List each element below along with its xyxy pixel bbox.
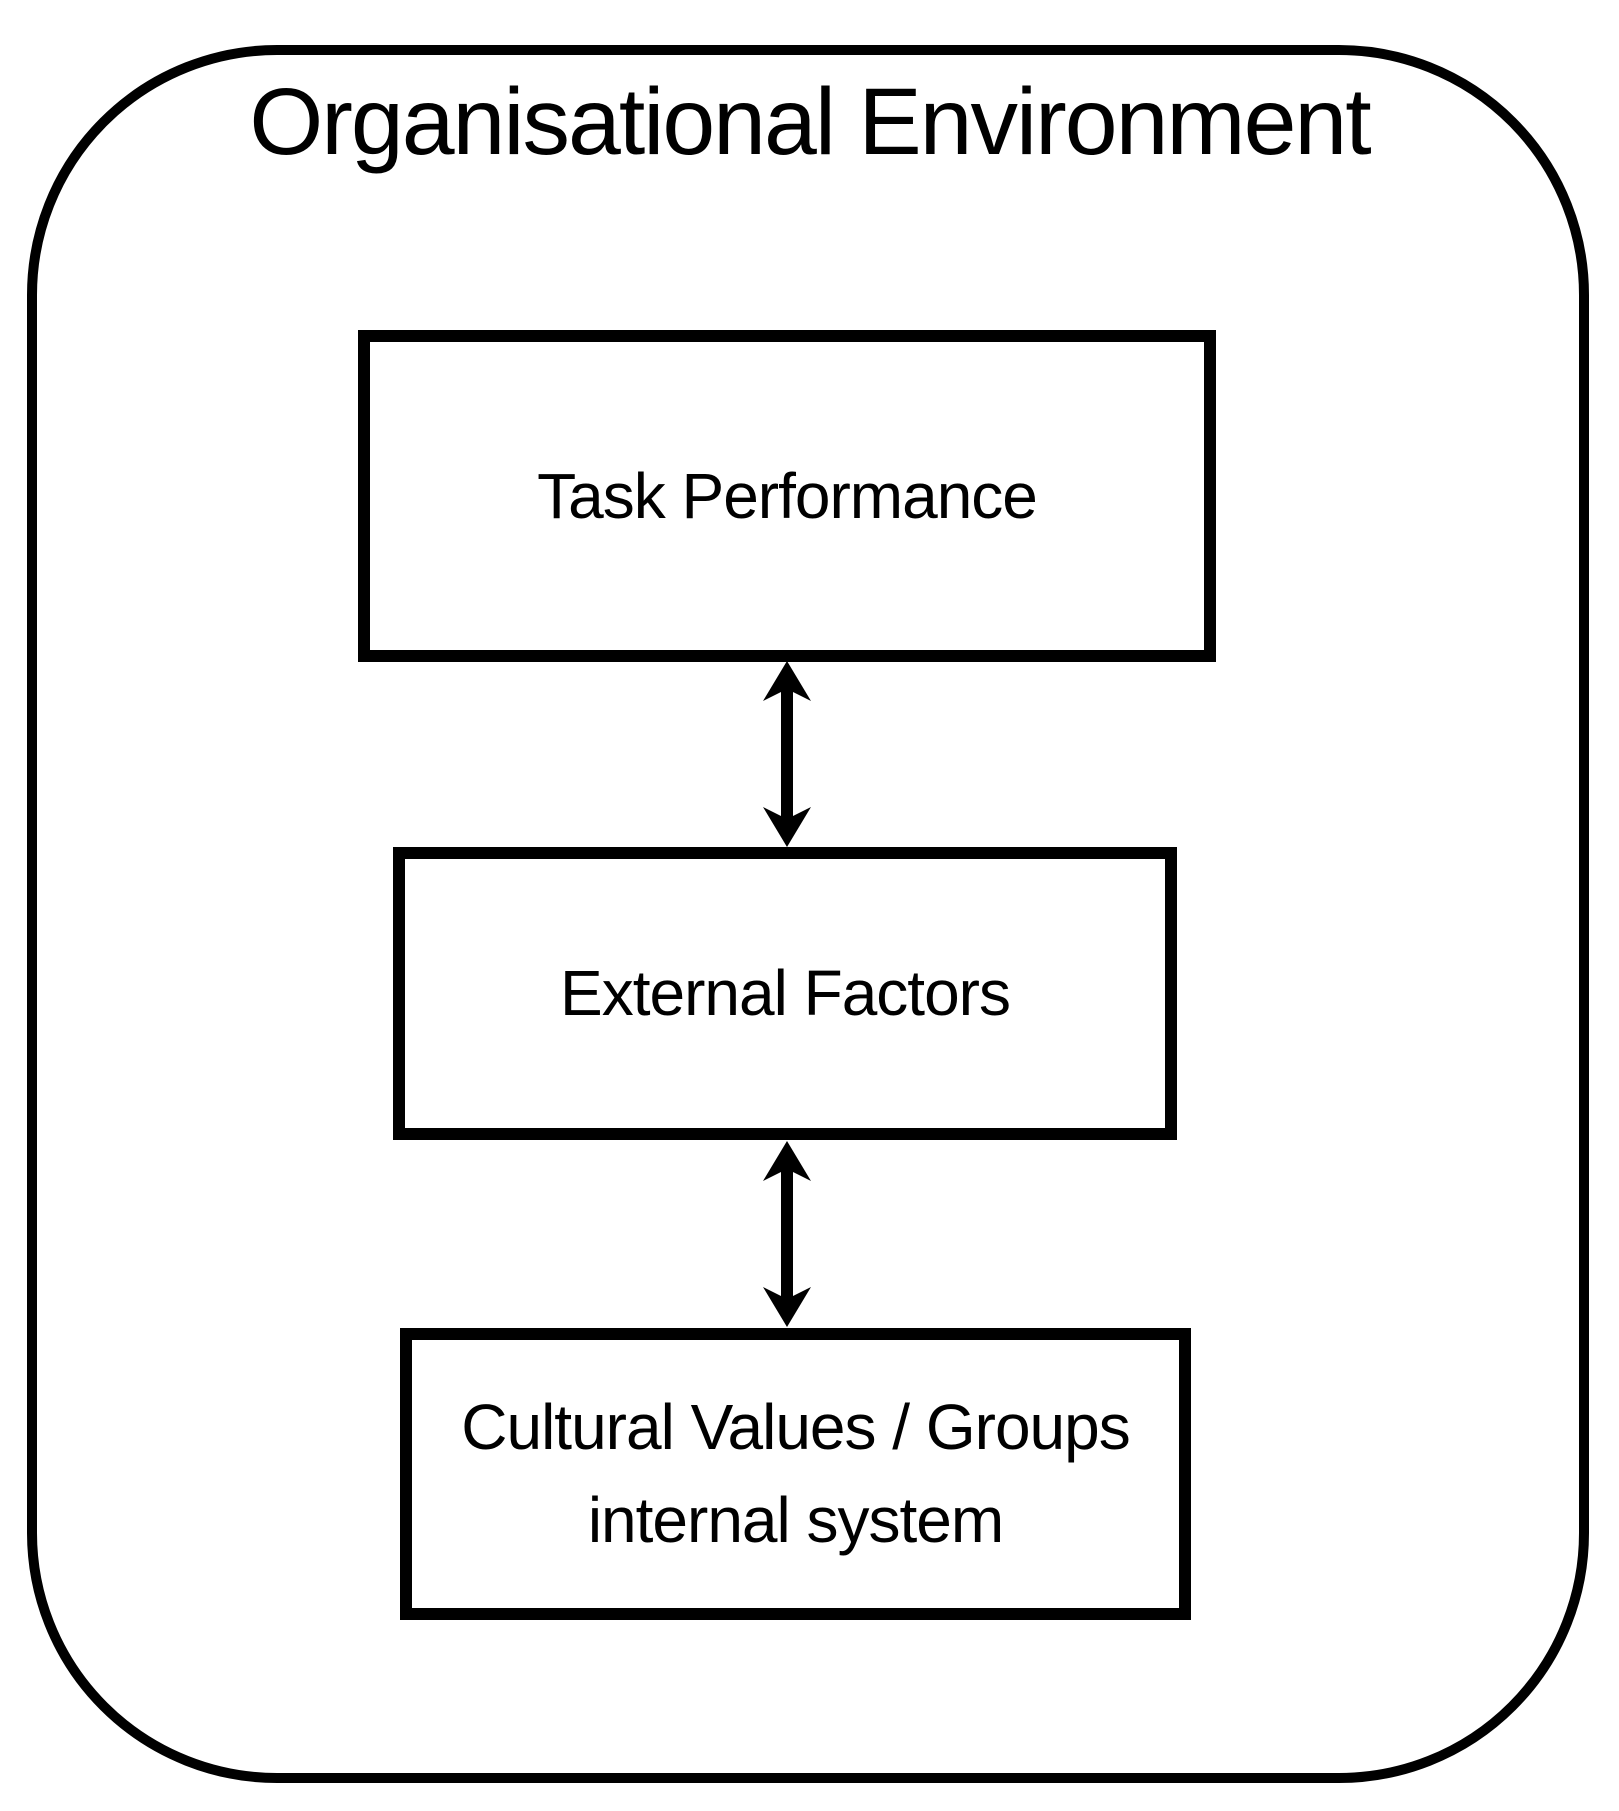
box-cultural-values-label-line2: internal system bbox=[587, 1484, 1004, 1556]
box-cultural-values-groups-internal-system: Cultural Values / Groups internal system bbox=[400, 1328, 1191, 1620]
double-headed-arrow-icon-external-cultural bbox=[755, 1141, 819, 1327]
box-cultural-values-label-line1: Cultural Values / Groups bbox=[461, 1391, 1130, 1464]
double-headed-arrow-icon-task-external bbox=[755, 661, 819, 847]
box-task-performance: Task Performance bbox=[358, 330, 1216, 662]
box-external-factors: External Factors bbox=[393, 847, 1177, 1140]
box-external-factors-label: External Factors bbox=[560, 957, 1011, 1030]
box-task-performance-label: Task Performance bbox=[537, 459, 1038, 532]
diagram-title: Organisational Environment bbox=[249, 69, 1371, 175]
organisational-environment-boundary bbox=[27, 45, 1589, 1783]
box-cultural-values-label: Cultural Values / Groups internal system bbox=[461, 1381, 1130, 1567]
